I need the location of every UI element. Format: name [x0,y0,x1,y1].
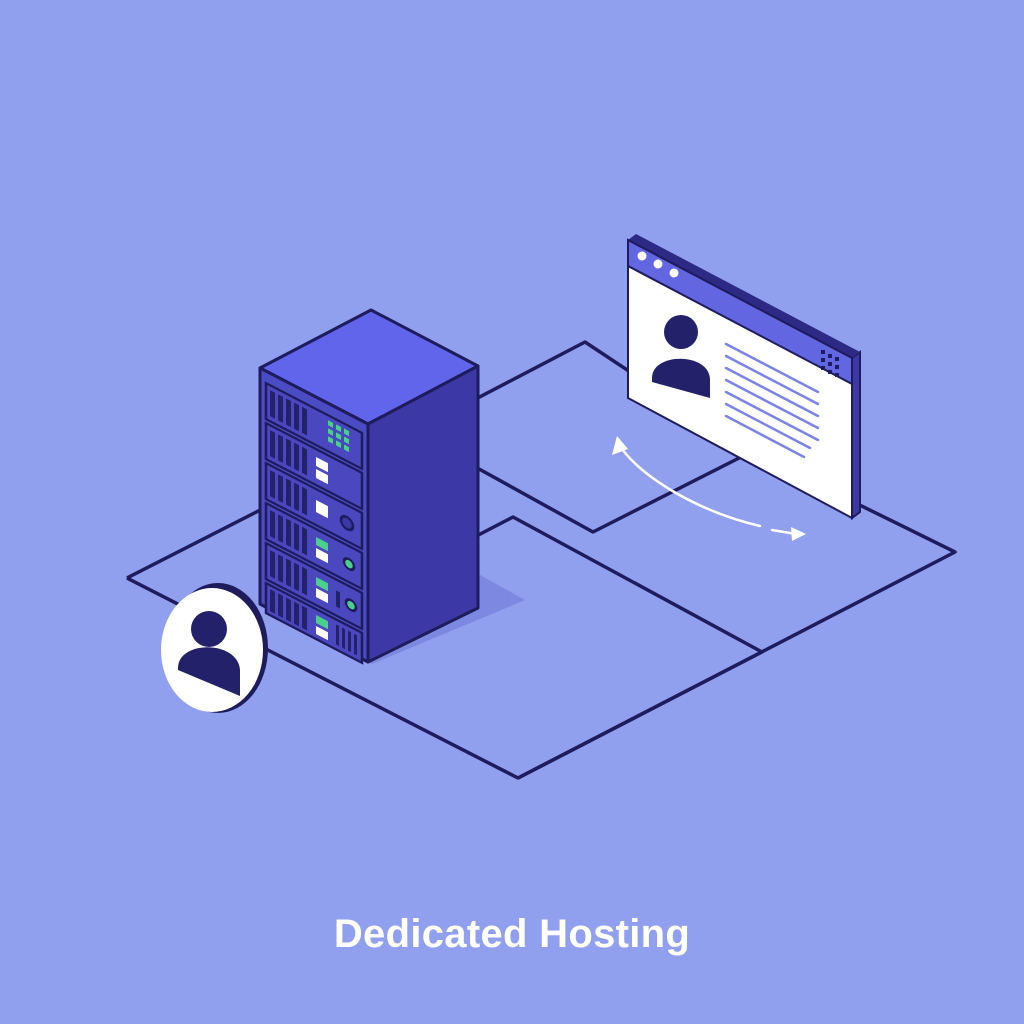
browser-window-icon [627,234,861,520]
drive-unit [264,501,364,591]
drive-unit [264,381,364,471]
text-lines [724,342,820,459]
status-led-grid [328,420,349,453]
window-dots [637,251,679,278]
browser-edge [851,350,861,520]
profile-avatar-icon [652,315,710,398]
drive-unit [264,421,364,511]
user-avatar-icon [161,583,268,713]
drive-unit [264,461,364,551]
grid-menu-icon [821,350,839,377]
browser-title-bar [627,238,853,386]
drive-unit [264,581,364,665]
sync-arrows-icon [612,436,806,541]
page-title: Dedicated Hosting [333,912,691,956]
server-drive-units [264,381,364,665]
drive-unit [264,541,364,631]
